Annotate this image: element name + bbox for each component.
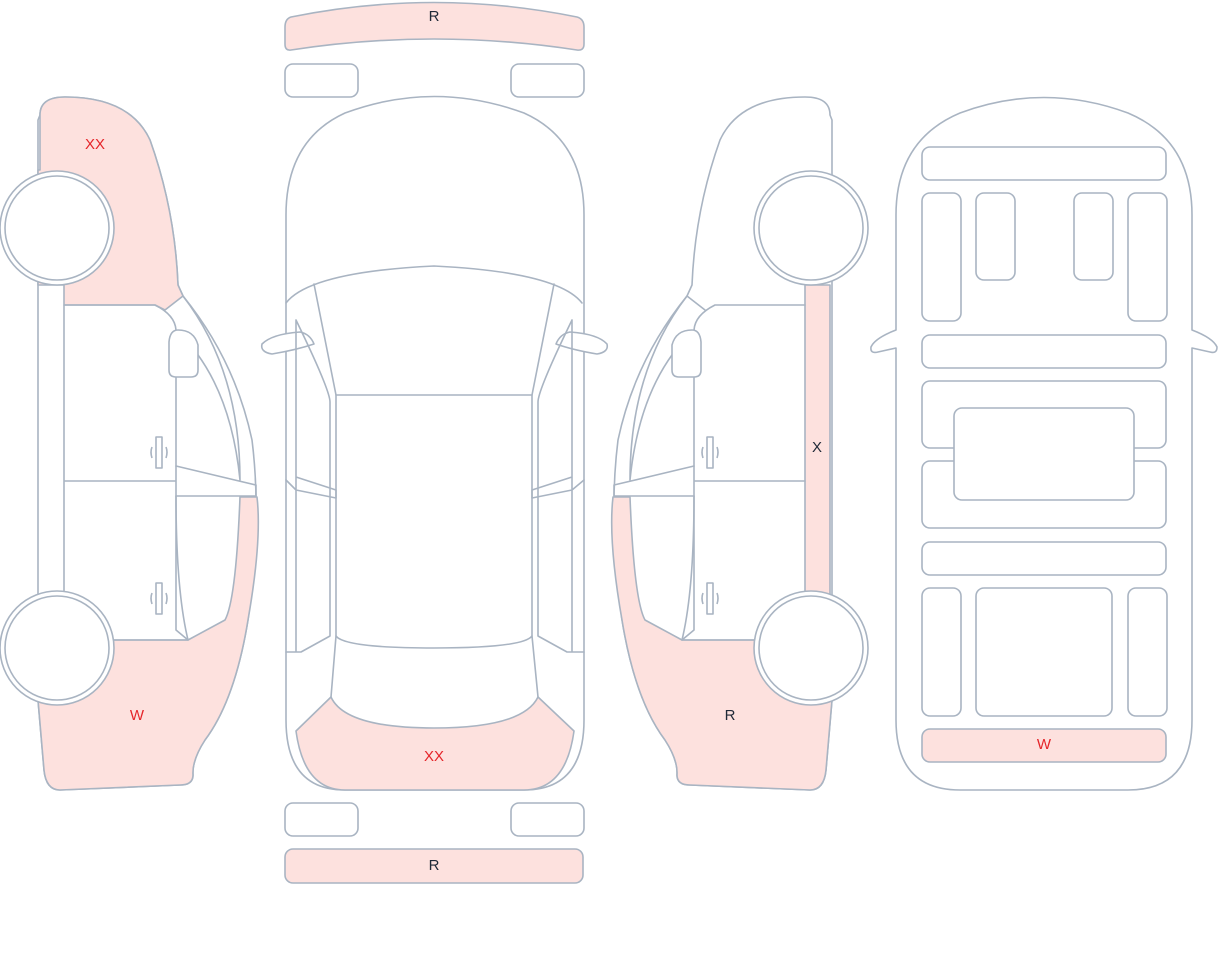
underbody-mid-bar[interactable] [921,541,1167,576]
underbody-view [870,96,1218,791]
left-window-strip [285,319,337,653]
cowl-lines [330,635,539,698]
underbody-center-tunnel[interactable] [953,407,1135,501]
underbody-front-right-seat[interactable] [1073,192,1114,281]
right-pillar-lines [686,295,706,311]
rear-right-lamp[interactable] [510,802,585,837]
right-front-wheel[interactable] [758,175,864,281]
right-rocker-panel[interactable] [804,284,831,596]
damage-labels: R XX R XX W X R W [85,8,1052,874]
underbody-rear-right-pillar[interactable] [1127,587,1168,717]
right-window-strip [531,319,585,653]
underbody-front-panel[interactable] [921,728,1167,763]
windshield-outline [285,265,583,304]
left-door-lines [63,304,189,641]
left-rear-door-arc [175,495,189,641]
front-left-lamp[interactable] [284,63,359,98]
left-side-view [0,96,260,791]
front-bumper-panel[interactable] [284,1,585,51]
left-rear-wheel[interactable] [4,595,110,701]
left-mirror[interactable] [260,331,315,355]
right-rear-wheel[interactable] [758,595,864,701]
right-side-mirror[interactable] [671,329,702,378]
underbody-dash-bar[interactable] [921,334,1167,369]
rear-left-lamp[interactable] [284,802,359,837]
left-handle-rear[interactable] [150,582,168,615]
left-rear-quarter-panel[interactable] [37,496,260,791]
underbody-top-bar[interactable] [921,146,1167,181]
right-rocker-label: X [812,439,822,456]
underbody-rear-left-pillar[interactable] [921,587,962,717]
right-side-view [610,96,869,791]
rear-bumper-label: R [429,857,440,874]
left-handle-front[interactable] [150,436,168,469]
left-rear-quarter-label: W [130,707,145,724]
a-pillar-left [313,283,337,396]
front-right-lamp[interactable] [510,63,585,98]
a-pillar-right [531,283,555,396]
left-side-mirror[interactable] [168,329,199,378]
right-rear-door-arc [681,495,695,641]
underbody-front-left-pillar[interactable] [921,192,962,322]
roof-line [335,394,533,649]
front-bumper-label: R [429,8,440,25]
hood-label: XX [424,748,444,765]
right-handle-rear[interactable] [701,582,719,615]
underbody-front-panel-label: W [1037,736,1052,753]
left-front-wheel[interactable] [4,175,110,281]
underbody-front-left-seat[interactable] [975,192,1016,281]
body-outline[interactable] [285,95,585,791]
right-rear-quarter-label: R [725,707,736,724]
right-rear-quarter-panel[interactable] [610,496,833,791]
underbody-front-right-pillar[interactable] [1127,192,1168,322]
right-mirror[interactable] [555,331,609,355]
top-view [260,1,609,884]
left-front-fender-label: XX [85,136,105,153]
right-handle-front[interactable] [701,436,719,469]
underbody-rear-center[interactable] [975,587,1113,717]
rear-bumper-panel[interactable] [284,848,584,884]
